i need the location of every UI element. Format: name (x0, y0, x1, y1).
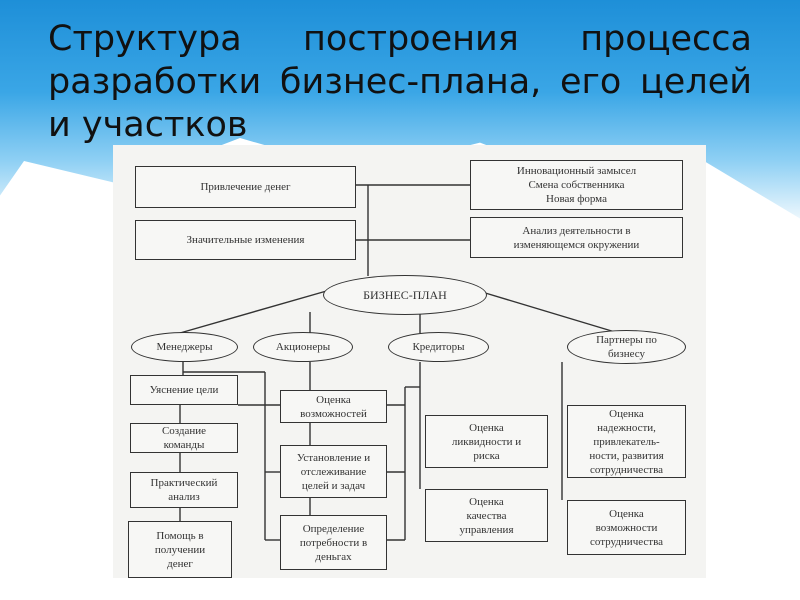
box-innovation: Инновационный замысел Смена собственника… (470, 160, 683, 210)
box-shareholder-task: Оценка возможностей (280, 390, 387, 423)
box-partner-task: Оценка возможности сотрудничества (567, 500, 686, 555)
box-manager-task: Уяснение цели (130, 375, 238, 405)
node-partners: Партнеры по бизнесу (567, 330, 686, 364)
node-managers: Менеджеры (131, 332, 238, 362)
node-creditors: Кредиторы (388, 332, 489, 362)
business-plan-node: БИЗНЕС-ПЛАН (323, 275, 487, 315)
box-activity-analysis: Анализ деятельности в изменяющемся окруж… (470, 217, 683, 258)
box-manager-task: Создание команды (130, 423, 238, 453)
box-shareholder-task: Установление и отслеживание целей и зада… (280, 445, 387, 498)
box-manager-task: Помощь в получении денег (128, 521, 232, 578)
box-significant-changes: Значительные изменения (135, 220, 356, 260)
box-creditor-task: Оценка ликвидности и риска (425, 415, 548, 468)
box-creditor-task: Оценка качества управления (425, 489, 548, 542)
slide-title: Структура построения процесса разработки… (48, 19, 752, 145)
box-manager-task: Практический анализ (130, 472, 238, 508)
node-shareholders: Акционеры (253, 332, 353, 362)
box-partner-task: Оценка надежности, привлекатель- ности, … (567, 405, 686, 478)
box-shareholder-task: Определение потребности в деньгах (280, 515, 387, 570)
box-attracting-money: Привлечение денег (135, 166, 356, 208)
